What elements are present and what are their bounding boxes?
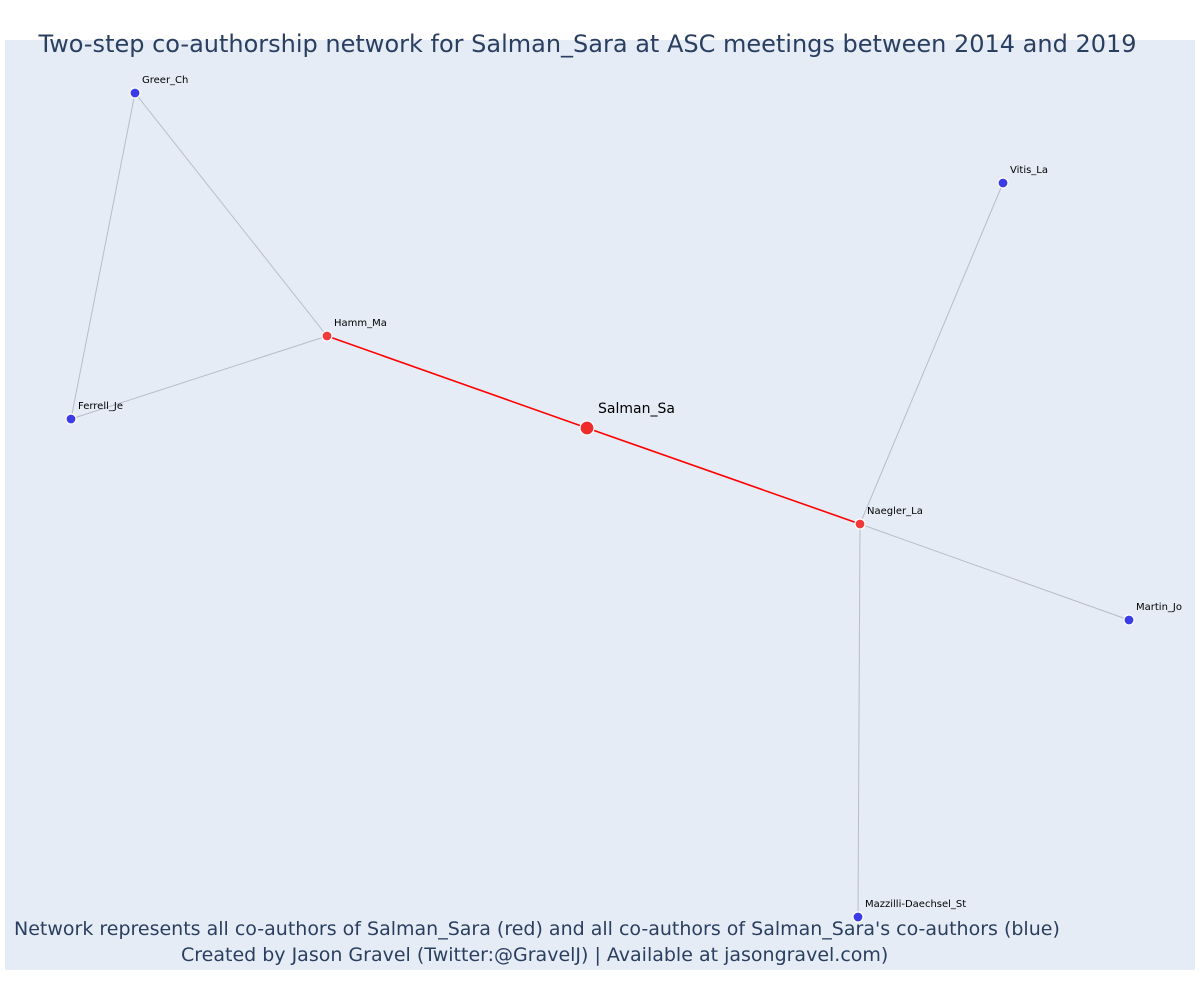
chart-title: Two-step co-authorship network for Salma… — [38, 30, 1137, 58]
caption-line-2: Created by Jason Gravel (Twitter:@Gravel… — [181, 944, 889, 966]
edge-Naegler_La-Vitis_La — [859, 182, 1004, 525]
node-label-Vitis_La: Vitis_La — [1010, 165, 1048, 176]
node-Mazzilli-Daechsel_St[interactable] — [852, 911, 864, 923]
edge-Hamm_Ma-Greer_Ch — [134, 92, 328, 337]
edge-Salman_Sa-Naegler_La — [586, 427, 861, 525]
node-Greer_Ch[interactable] — [129, 87, 141, 99]
node-Naegler_La[interactable] — [854, 518, 866, 530]
node-label-Salman_Sa: Salman_Sa — [598, 401, 675, 417]
node-Martin_Jo[interactable] — [1123, 614, 1135, 626]
edge-Naegler_La-Martin_Jo — [859, 523, 1130, 621]
caption-line-1: Network represents all co-authors of Sal… — [14, 918, 1060, 940]
node-Ferrell_Je[interactable] — [65, 413, 77, 425]
node-Salman_Sa[interactable] — [579, 420, 595, 436]
edge-Greer_Ch-Ferrell_Je — [70, 92, 136, 420]
node-layer — [65, 87, 1135, 923]
plot-area — [5, 40, 1195, 970]
node-label-Naegler_La: Naegler_La — [867, 506, 923, 517]
node-label-Mazzilli-Daechsel_St: Mazzilli-Daechsel_St — [865, 899, 966, 910]
edge-layer — [70, 92, 1130, 918]
node-Vitis_La[interactable] — [997, 177, 1009, 189]
node-label-Ferrell_Je: Ferrell_Je — [78, 401, 123, 412]
node-label-Martin_Jo: Martin_Jo — [1136, 602, 1182, 613]
node-label-Greer_Ch: Greer_Ch — [142, 75, 188, 86]
node-label-Hamm_Ma: Hamm_Ma — [334, 318, 387, 329]
node-Hamm_Ma[interactable] — [321, 330, 333, 342]
edge-Salman_Sa-Hamm_Ma — [326, 335, 588, 429]
edge-Hamm_Ma-Ferrell_Je — [70, 335, 328, 420]
edge-Naegler_La-Mazzilli-Daechsel_St — [857, 523, 861, 918]
